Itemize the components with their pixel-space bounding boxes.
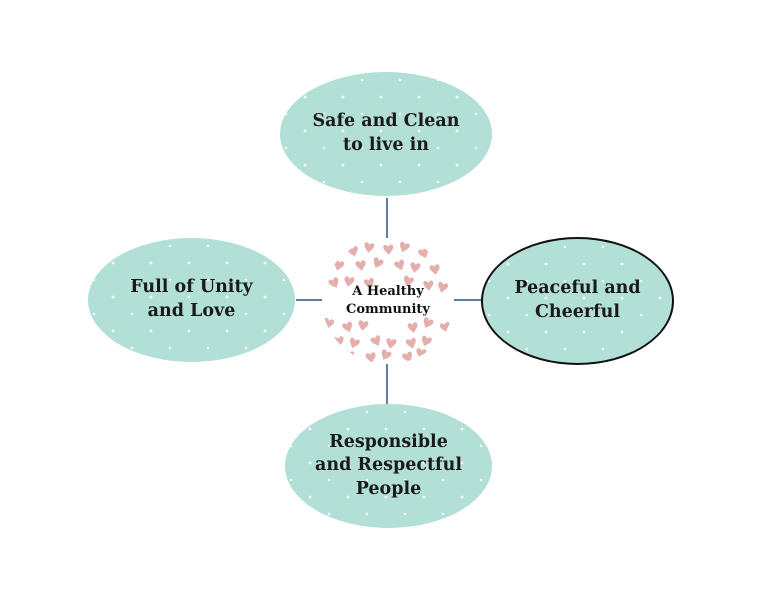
connector-bottom	[386, 364, 388, 404]
node-responsible-and-respectful: Responsible and Respectful People	[285, 404, 492, 528]
node-peaceful-and-cheerful: Peaceful and Cheerful	[481, 237, 674, 365]
node-unity-and-love: Full of Unity and Love	[88, 238, 295, 362]
node-a-healthy-community: A Healthy Community	[322, 238, 454, 364]
connector-top	[386, 198, 388, 238]
node-safe-and-clean-label: Safe and Clean to live in	[312, 111, 460, 155]
node-safe-and-clean: Safe and Clean to live in	[280, 72, 492, 196]
node-a-healthy-community-label: A Healthy Community	[346, 284, 430, 317]
node-unity-and-love-label: Full of Unity and Love	[130, 277, 253, 321]
connector-right	[453, 299, 483, 301]
node-responsible-and-respectful-label: Responsible and Respectful People	[315, 431, 462, 499]
connector-left	[296, 299, 323, 301]
node-peaceful-and-cheerful-label: Peaceful and Cheerful	[514, 278, 641, 322]
